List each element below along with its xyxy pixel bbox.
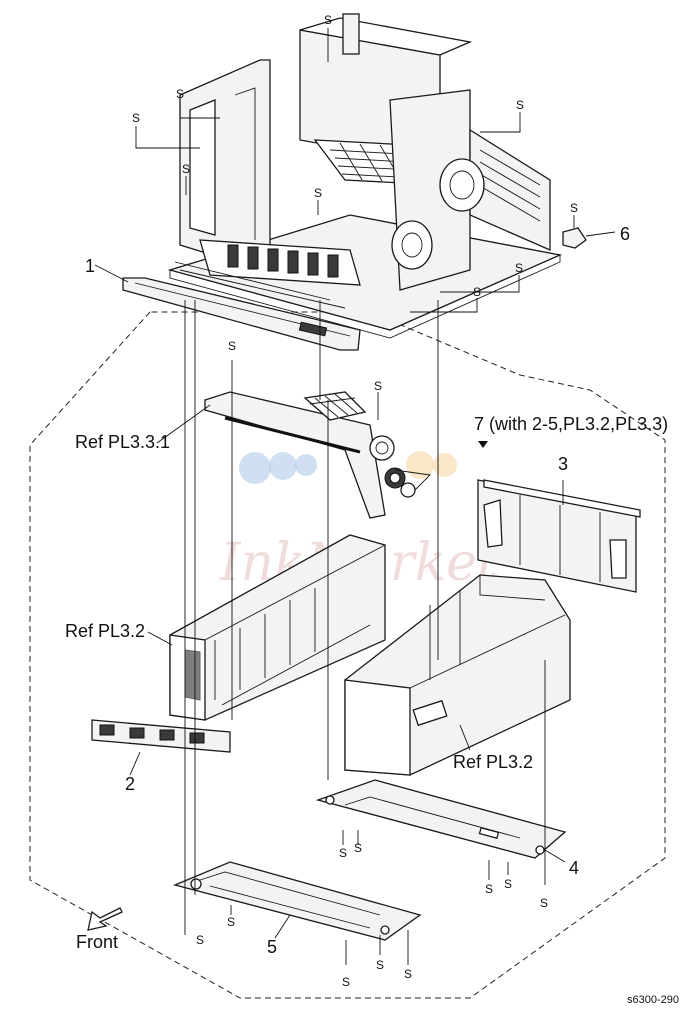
callout-3: 3 (558, 454, 568, 474)
screw-label: S (376, 958, 384, 972)
callout-7-arrow-icon (478, 441, 488, 448)
ref-pl32-left-label: Ref PL3.2 (65, 621, 145, 641)
callout-2: 2 (125, 774, 135, 794)
screw-label: S (342, 975, 350, 989)
screw-label: S (228, 339, 236, 353)
left-tray-housing (147, 534, 386, 721)
front-arrow-icon (87, 907, 123, 931)
alignment-lines (184, 300, 546, 935)
screw-label: S (196, 933, 204, 947)
screw-label: S (324, 13, 332, 27)
screw-label: S (176, 87, 184, 101)
screw-label: S (485, 882, 493, 896)
screw-label: S (504, 877, 512, 891)
screw-label: S (339, 846, 347, 860)
screw-label: S (516, 98, 524, 112)
screw-label: S (314, 186, 322, 200)
callout-1: 1 (85, 256, 95, 276)
screw-label: S (182, 162, 190, 176)
front-label: Front (76, 932, 118, 952)
ref-pl331-label: Ref PL3.3.1 (75, 432, 170, 452)
screw-label: S (540, 896, 548, 910)
screw-label: S (570, 201, 578, 215)
drive-assembly-pl331 (156, 391, 431, 519)
callout-6: 6 (620, 224, 630, 244)
part-5-plate (172, 861, 422, 941)
screw-label: S (132, 111, 140, 125)
part-2 (91, 719, 231, 776)
screw-label: S (227, 915, 235, 929)
part-6-bracket (562, 227, 616, 249)
part-4-plate (315, 779, 567, 863)
screw-label: S (374, 379, 382, 393)
assembly-7-boundary (29, 311, 666, 999)
screw-leaders (135, 28, 575, 965)
screw-label: S (473, 285, 481, 299)
screw-label: S (354, 841, 362, 855)
screw-label: S (404, 967, 412, 981)
screw-label: S (515, 261, 523, 275)
right-tray-housing (344, 574, 571, 776)
part-3-panel (477, 479, 641, 593)
figure-code: s6300-290 (627, 994, 679, 1006)
callout-7: 7 (with 2-5,PL3.2,PL3.3) (474, 414, 668, 434)
ref-pl32-right-label: Ref PL3.2 (453, 752, 533, 772)
main-frame (167, 13, 563, 339)
callout-4: 4 (569, 858, 579, 878)
callout-5: 5 (267, 937, 277, 957)
